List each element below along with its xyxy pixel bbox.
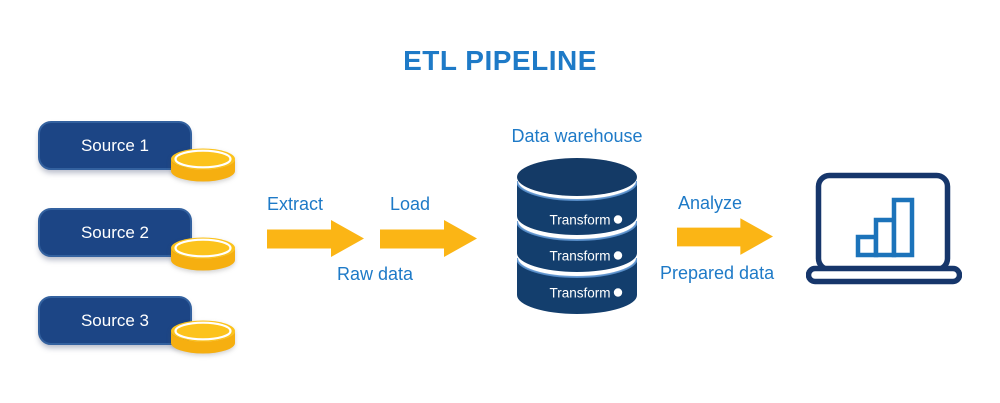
load-arrow-icon [380,220,477,257]
transform-dot [613,251,623,260]
extract-arrow-icon [267,220,364,257]
database-coin-icon [171,320,235,354]
extract-label: Extract [267,194,324,214]
bar-chart-icon [855,197,915,258]
source-box-1: Source 1 [38,121,192,170]
analyze-arrow-icon [677,218,774,255]
analyze-label: Analyze [678,193,743,213]
raw-data-label: Raw data [337,264,414,284]
transform-layer-label: Transform [549,286,610,301]
source-box-2: Source 2 [38,208,192,257]
source-2-label: Source 2 [80,222,150,242]
source-3-label: Source 3 [80,310,150,330]
transform-dot [613,288,623,297]
page-title: ETL PIPELINE [403,45,597,76]
database-icon: Transform Transform Transform [517,158,637,314]
load-label: Load [390,194,431,214]
source-1-label: Source 1 [80,135,150,155]
database-coin-icon [171,148,235,182]
source-box-3: Source 3 [38,296,192,345]
transform-dot [613,215,623,224]
warehouse-title: Data warehouse [511,126,643,146]
transform-layer-label: Transform [549,249,610,264]
prepared-data-label: Prepared data [660,263,775,283]
laptop-icon [806,172,962,285]
database-coin-icon [171,237,235,271]
transform-layer-label: Transform [549,213,610,228]
